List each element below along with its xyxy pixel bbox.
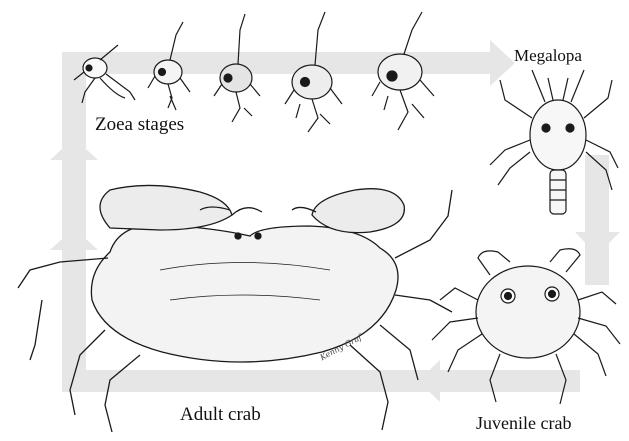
megalopa-label: Megalopa <box>514 47 582 64</box>
adult-crab-label: Adult crab <box>180 405 261 424</box>
juvenile-crab-label: Juvenile crab <box>476 414 571 432</box>
zoea-stages-label: Zoea stages <box>95 115 184 134</box>
